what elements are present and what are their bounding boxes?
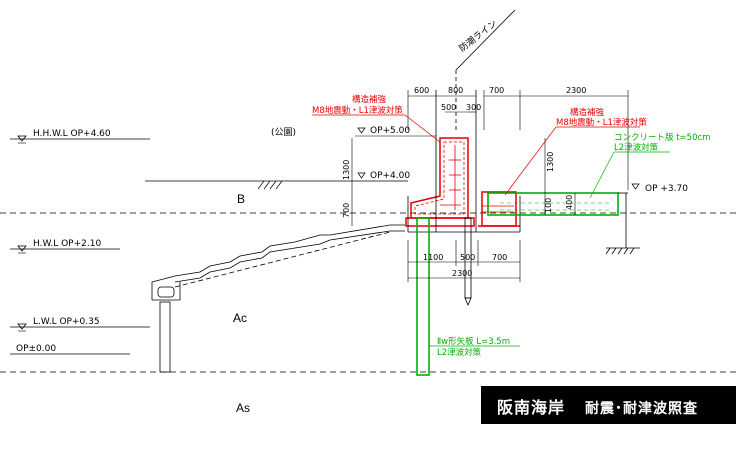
- dim-2300-bot: 2300: [452, 269, 472, 278]
- lwl-label: L.W.L OP+0.35: [33, 317, 100, 327]
- main-seawall: [405, 137, 520, 227]
- marker-op500: OP+5.00: [355, 126, 436, 137]
- dim-1300-right: 1300: [546, 152, 555, 172]
- top-dimensions: [407, 90, 629, 190]
- water-level-lwl: L.W.L OP+0.35: [10, 317, 150, 332]
- dim-1100: 1100: [423, 253, 443, 262]
- soil-label-b: B: [237, 192, 245, 206]
- left-red-annotation-1: 構造補強: [352, 94, 387, 105]
- title-main: 阪南海岸: [497, 398, 566, 417]
- green-sheet-pile: [416, 217, 430, 376]
- green-bottom-annotation-2: L2津波対策: [437, 347, 482, 358]
- right-red-annotation-1: 構造補強: [570, 107, 605, 118]
- bottom-dimensions: [407, 240, 521, 282]
- level-op0: OP±0.00: [10, 344, 130, 355]
- right-ground: [605, 192, 640, 255]
- dim-500-bot: 500: [460, 253, 475, 262]
- marker-op370: OP +3.70: [631, 183, 688, 194]
- dim-400: 400: [565, 195, 574, 210]
- center-pile: [464, 217, 472, 307]
- dim-100: 100: [544, 198, 553, 213]
- green-concrete-slab: [487, 192, 619, 216]
- title-text: 阪南海岸 耐震･耐津波照査: [497, 394, 698, 418]
- dim-700-left: 700: [342, 203, 351, 218]
- dim-2300-top: 2300: [566, 86, 586, 95]
- original-wall-outline: [407, 90, 521, 233]
- op370-label: OP +3.70: [645, 184, 688, 194]
- dim-300: 300: [466, 103, 481, 112]
- ground-hatch: [257, 180, 283, 190]
- dim-700-bot: 700: [492, 253, 507, 262]
- title-sub: 耐震･耐津波照査: [585, 401, 699, 417]
- vertical-dimensions: [351, 138, 576, 226]
- left-red-annotation-2: M8地震動・L1津波対策: [312, 105, 403, 116]
- water-level-hwl: H.W.L OP+2.10: [10, 239, 120, 254]
- green-bottom-annotation-1: Ⅱw形矢板 L=3.5m: [437, 336, 510, 347]
- green-top-annotation-2: L2津波対策: [614, 142, 659, 153]
- dim-700-top: 700: [489, 86, 504, 95]
- marker-op400: OP+4.00: [357, 171, 410, 181]
- dim-600: 600: [414, 86, 429, 95]
- park-label: (公園): [271, 127, 296, 138]
- dim-500: 500: [441, 103, 456, 112]
- soil-label-as: As: [236, 401, 250, 415]
- op500-label: OP+5.00: [370, 126, 410, 136]
- bousai-line-label: 防潮ライン: [456, 17, 499, 54]
- hwl-label: H.W.L OP+2.10: [33, 239, 101, 249]
- dim-800: 800: [448, 86, 463, 95]
- soil-label-ac: Ac: [233, 311, 247, 325]
- title-box: 阪南海岸 耐震･耐津波照査: [481, 386, 736, 424]
- water-level-hhwl: H.H.W.L OP+4.60: [10, 129, 150, 144]
- op400-label: OP+4.00: [370, 171, 410, 181]
- op0-label: OP±0.00: [16, 344, 56, 354]
- existing-revetment: [151, 224, 405, 373]
- dim-1300-left: 1300: [342, 160, 351, 180]
- right-red-annotation-2: M8地震動・L1津波対策: [556, 117, 647, 128]
- green-top-annotation-1: コンクリート版 t=50cm: [614, 132, 710, 143]
- hhwl-label: H.H.W.L OP+4.60: [33, 129, 111, 139]
